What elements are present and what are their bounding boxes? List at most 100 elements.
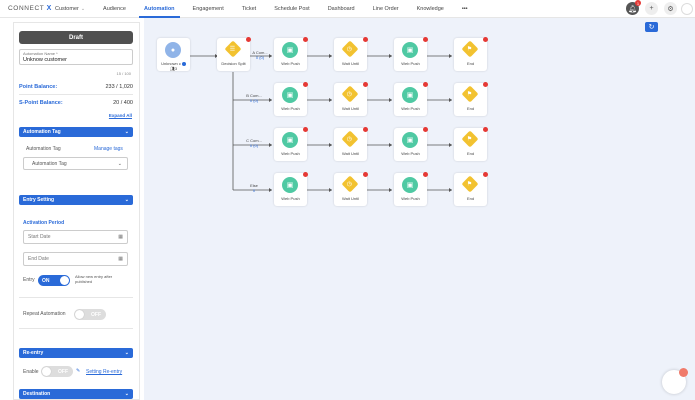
refresh-icon: ↻ <box>648 24 655 31</box>
draft-status-button[interactable]: Draft <box>19 31 133 44</box>
web-push-node[interactable]: ▣Web Push <box>274 172 308 206</box>
toggle-state: OFF <box>91 311 101 318</box>
nav-item-line-order[interactable]: Line Order <box>364 0 408 18</box>
nav-item-label: Line Order <box>372 5 399 12</box>
node-label: Wait Until <box>342 196 359 201</box>
expand-all-link[interactable]: Expand All <box>108 113 132 118</box>
setting-reentry-link[interactable]: Setting Re-entry <box>86 369 123 375</box>
repeat-automation-toggle[interactable]: OFF <box>74 309 106 320</box>
delete-node-icon[interactable] <box>246 37 251 42</box>
delete-node-icon[interactable] <box>363 172 368 177</box>
wait-until-node[interactable]: ◷Wait Until <box>334 172 368 206</box>
delete-node-icon[interactable] <box>483 37 488 42</box>
toggle-knob <box>60 276 69 285</box>
node-label: Web Push <box>401 151 420 156</box>
delete-node-icon[interactable] <box>363 37 368 42</box>
settings-button[interactable]: ⚙ <box>664 2 677 15</box>
chevron-down-icon: ⌄ <box>124 350 129 356</box>
web-push-node[interactable]: ▣Web Push <box>274 82 308 116</box>
nav-item-engagement[interactable]: Engagement <box>184 0 233 18</box>
refresh-button[interactable]: ↻ <box>645 22 658 32</box>
delete-node-icon[interactable] <box>363 127 368 132</box>
notification-badge: 1 <box>635 0 641 6</box>
delete-node-icon[interactable] <box>423 172 428 177</box>
web-push-node[interactable]: ▣Web Push <box>274 37 308 71</box>
start-node[interactable]: ● Unknown c 👥︎3 <box>157 38 190 71</box>
start-date-input[interactable]: Start Date ▦ <box>23 230 128 244</box>
automation-tag-label: Automation Tag <box>26 146 61 152</box>
entry-setting-section-header[interactable]: Entry Setting ⌄ <box>19 195 133 205</box>
activation-period-label: Activation Period <box>23 220 65 226</box>
brand-logo[interactable]: CONNECT X <box>8 5 51 12</box>
web-push-node[interactable]: ▣Web Push <box>394 82 428 116</box>
branch-label-c[interactable]: C Com...0 (0) <box>246 138 262 148</box>
decision-split-node[interactable]: ☰ Decision Split <box>217 37 251 71</box>
end-date-input[interactable]: End Date ▦ <box>23 252 128 266</box>
end-node[interactable]: ⚑End <box>454 172 488 206</box>
chevron-down-icon: ⌄ <box>124 197 129 203</box>
user-avatar[interactable] <box>681 3 693 15</box>
destination-section-header[interactable]: Destination ⌄ <box>19 389 133 399</box>
wait-until-node[interactable]: ◷Wait Until <box>334 127 368 161</box>
delete-node-icon[interactable] <box>423 37 428 42</box>
delete-node-icon[interactable] <box>423 82 428 87</box>
bell-icon: 🔔︎ <box>628 5 637 13</box>
delete-node-icon[interactable] <box>483 172 488 177</box>
notification-button[interactable]: 🔔︎ 1 <box>626 0 641 15</box>
more-menu-button[interactable]: ••• <box>461 5 468 12</box>
end-node[interactable]: ⚑End <box>454 82 488 116</box>
pencil-icon: ✎ <box>76 368 81 374</box>
section-title: Re-entry <box>23 350 44 356</box>
nav-item-schedule-post[interactable]: Schedule Post <box>265 0 318 18</box>
nav-item-customer[interactable]: Customer⌄ <box>46 0 94 18</box>
web-push-node[interactable]: ▣Web Push <box>394 172 428 206</box>
automation-name-field[interactable]: Automation Name * Unknow customer <box>19 49 133 65</box>
web-push-icon: ▣ <box>402 42 418 58</box>
web-push-icon: ▣ <box>402 177 418 193</box>
toggle-knob <box>42 367 51 376</box>
nav-item-dashboard[interactable]: Dashboard <box>319 0 364 18</box>
delete-node-icon[interactable] <box>303 172 308 177</box>
automation-tag-select[interactable]: Automation Tag ⌄ <box>23 157 128 170</box>
nav-item-ticket[interactable]: Ticket <box>233 0 265 18</box>
entry-toggle[interactable]: ON <box>38 275 70 286</box>
wait-until-icon: ◷ <box>341 130 359 148</box>
automation-settings-panel: Draft Automation Name * Unknow customer … <box>13 22 140 400</box>
automation-tag-placeholder: Automation Tag <box>32 160 67 167</box>
automation-tag-section-header[interactable]: Automation Tag ⌄ <box>19 127 133 137</box>
node-label: Web Push <box>281 196 300 201</box>
node-label: End <box>466 106 475 111</box>
nav-item-automation[interactable]: Automation <box>135 0 184 18</box>
manage-tags-link[interactable]: Manage tags <box>94 146 123 152</box>
help-chat-button[interactable] <box>662 368 688 394</box>
web-push-node[interactable]: ▣Web Push <box>394 37 428 71</box>
point-balance-value: 233 / 1,020 <box>105 83 133 90</box>
brand-text: CONNECT <box>8 5 45 12</box>
delete-node-icon[interactable] <box>303 82 308 87</box>
reentry-section-header[interactable]: Re-entry ⌄ <box>19 348 133 358</box>
wait-until-node[interactable]: ◷Wait Until <box>334 37 368 71</box>
delete-node-icon[interactable] <box>303 127 308 132</box>
web-push-node[interactable]: ▣Web Push <box>394 127 428 161</box>
delete-node-icon[interactable] <box>303 37 308 42</box>
wait-until-node[interactable]: ◷Wait Until <box>334 82 368 116</box>
delete-node-icon[interactable] <box>363 82 368 87</box>
delete-node-icon[interactable] <box>483 82 488 87</box>
flow-canvas[interactable] <box>144 18 695 400</box>
web-push-node[interactable]: ▣Web Push <box>274 127 308 161</box>
add-button[interactable]: + <box>645 2 658 15</box>
section-title: Automation Tag <box>23 129 61 135</box>
branch-label-b[interactable]: B Com...0 (0) <box>246 93 262 103</box>
gear-icon: ⚙ <box>667 5 674 13</box>
node-label: Web Push <box>401 106 420 111</box>
delete-node-icon[interactable] <box>483 127 488 132</box>
reentry-toggle[interactable]: OFF <box>41 366 73 377</box>
delete-node-icon[interactable] <box>423 127 428 132</box>
nav-item-audience[interactable]: Audience <box>94 0 135 18</box>
end-node[interactable]: ⚑End <box>454 37 488 71</box>
nav-item-knowledge[interactable]: Knowledge <box>408 0 453 18</box>
branch-label-a[interactable]: A Com...0 (0) <box>252 50 268 60</box>
end-node[interactable]: ⚑End <box>454 127 488 161</box>
toggle-state: ON <box>42 277 50 284</box>
